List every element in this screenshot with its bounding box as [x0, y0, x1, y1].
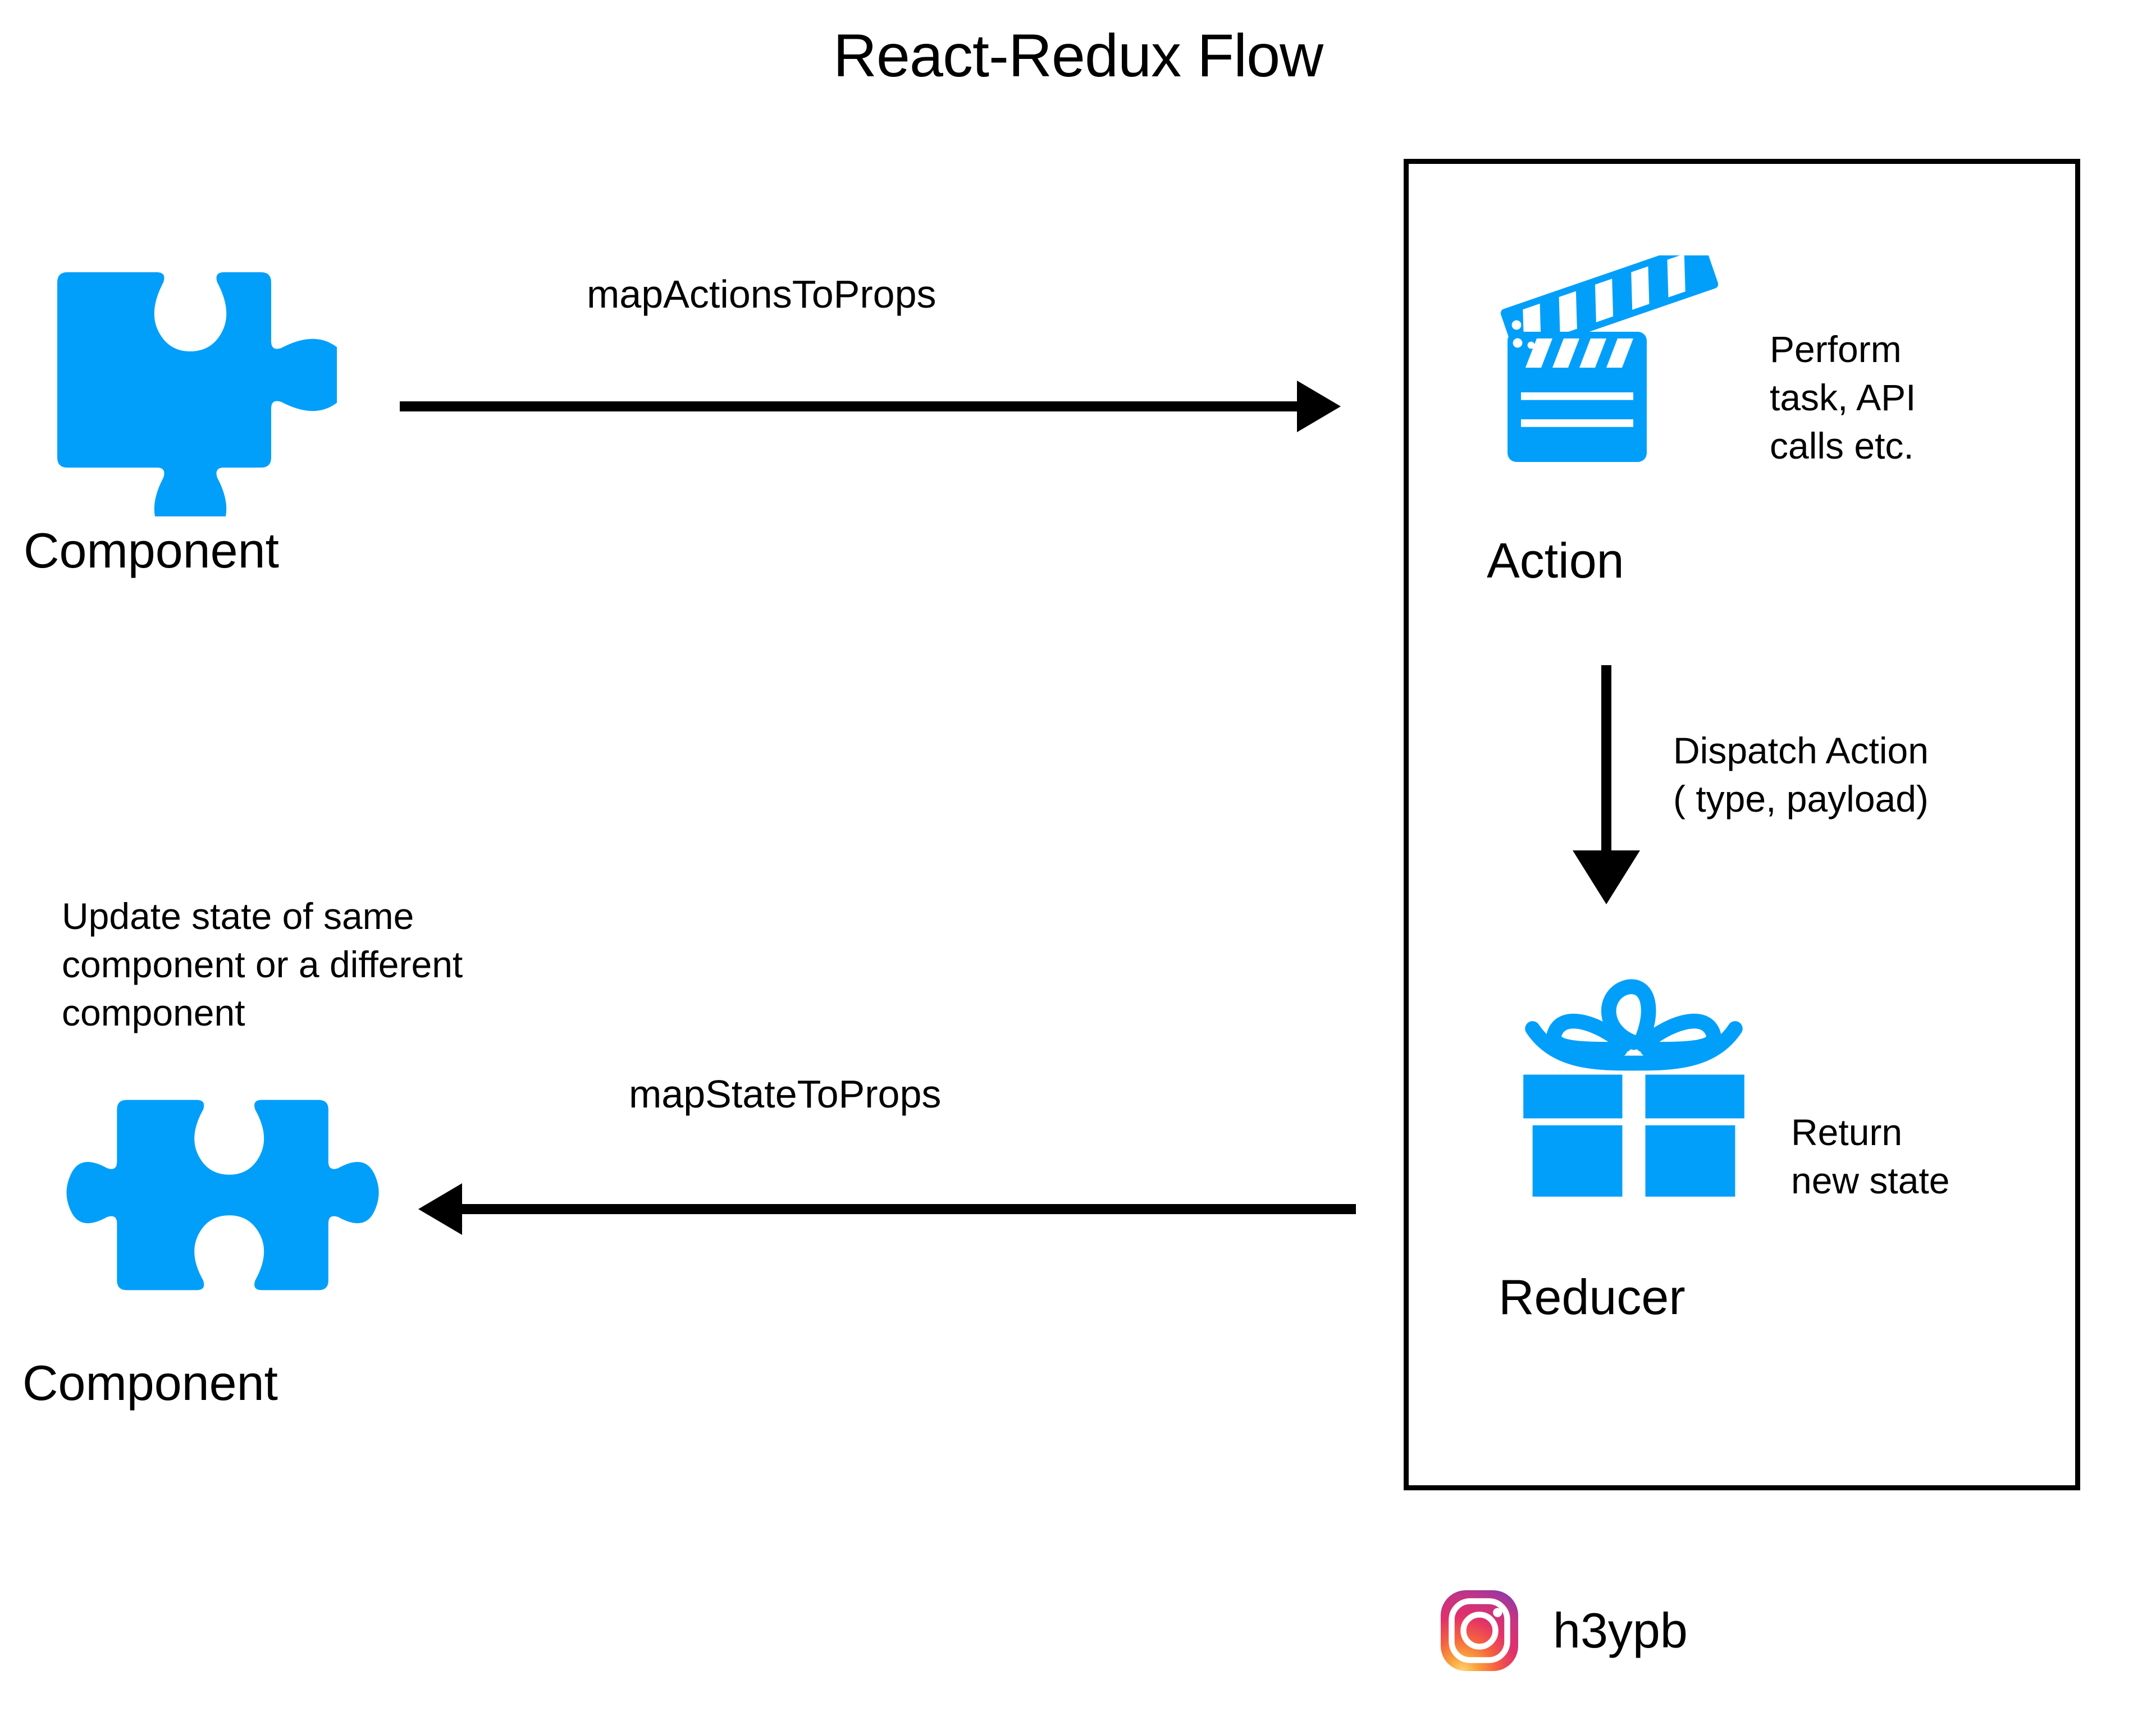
reducer-note: Return new state [1791, 1111, 1950, 1201]
instagram-handle[interactable]: h3ypb [1553, 1602, 1688, 1658]
dispatch-action-label: Dispatch Action ( type, payload) [1673, 727, 2021, 823]
page-title: React-Redux Flow [833, 21, 1323, 89]
action-note: Perform task, API calls etc. [1770, 328, 1916, 466]
arrow-shaft [400, 401, 1297, 411]
update-state-annotation: Update state of same component or a diff… [62, 895, 463, 1033]
map-state-to-props-label: mapStateToProps [629, 1072, 942, 1116]
store-container-box [1404, 159, 2080, 1490]
instagram-credit[interactable]: h3ypb [1437, 1577, 1864, 1684]
arrow-shaft [462, 1204, 1356, 1214]
puzzle-piece-icon [51, 264, 337, 516]
arrow-shaft [1601, 665, 1611, 850]
clapperboard-icon [1496, 255, 1732, 480]
dispatch-action-edge [1573, 665, 1640, 904]
component-bottom-node: Component [22, 1092, 401, 1462]
reducer-label: Reducer [1499, 1269, 1685, 1325]
action-label: Action [1487, 533, 1624, 588]
arrow-head-left-icon [418, 1183, 462, 1235]
dispatch-action-label-line2: ( type, payload) [1673, 777, 1929, 820]
component-bottom-label: Component [22, 1355, 278, 1411]
component-top-label: Component [24, 523, 279, 578]
arrow-head-right-icon [1297, 381, 1341, 432]
arrow-head-down-icon [1573, 850, 1640, 904]
reducer-node: Return new state Reducer [1499, 971, 2069, 1342]
puzzle-piece-icon [53, 1092, 379, 1328]
dispatch-action-label-line1: Dispatch Action [1673, 730, 1929, 771]
instagram-icon[interactable] [1437, 1589, 1522, 1673]
action-node: Perform task, API calls etc. Action [1487, 255, 2047, 603]
gift-box-icon [1519, 971, 1749, 1201]
map-actions-to-props-label: mapActionsToProps [587, 272, 937, 316]
component-top-node: Component [24, 264, 399, 623]
